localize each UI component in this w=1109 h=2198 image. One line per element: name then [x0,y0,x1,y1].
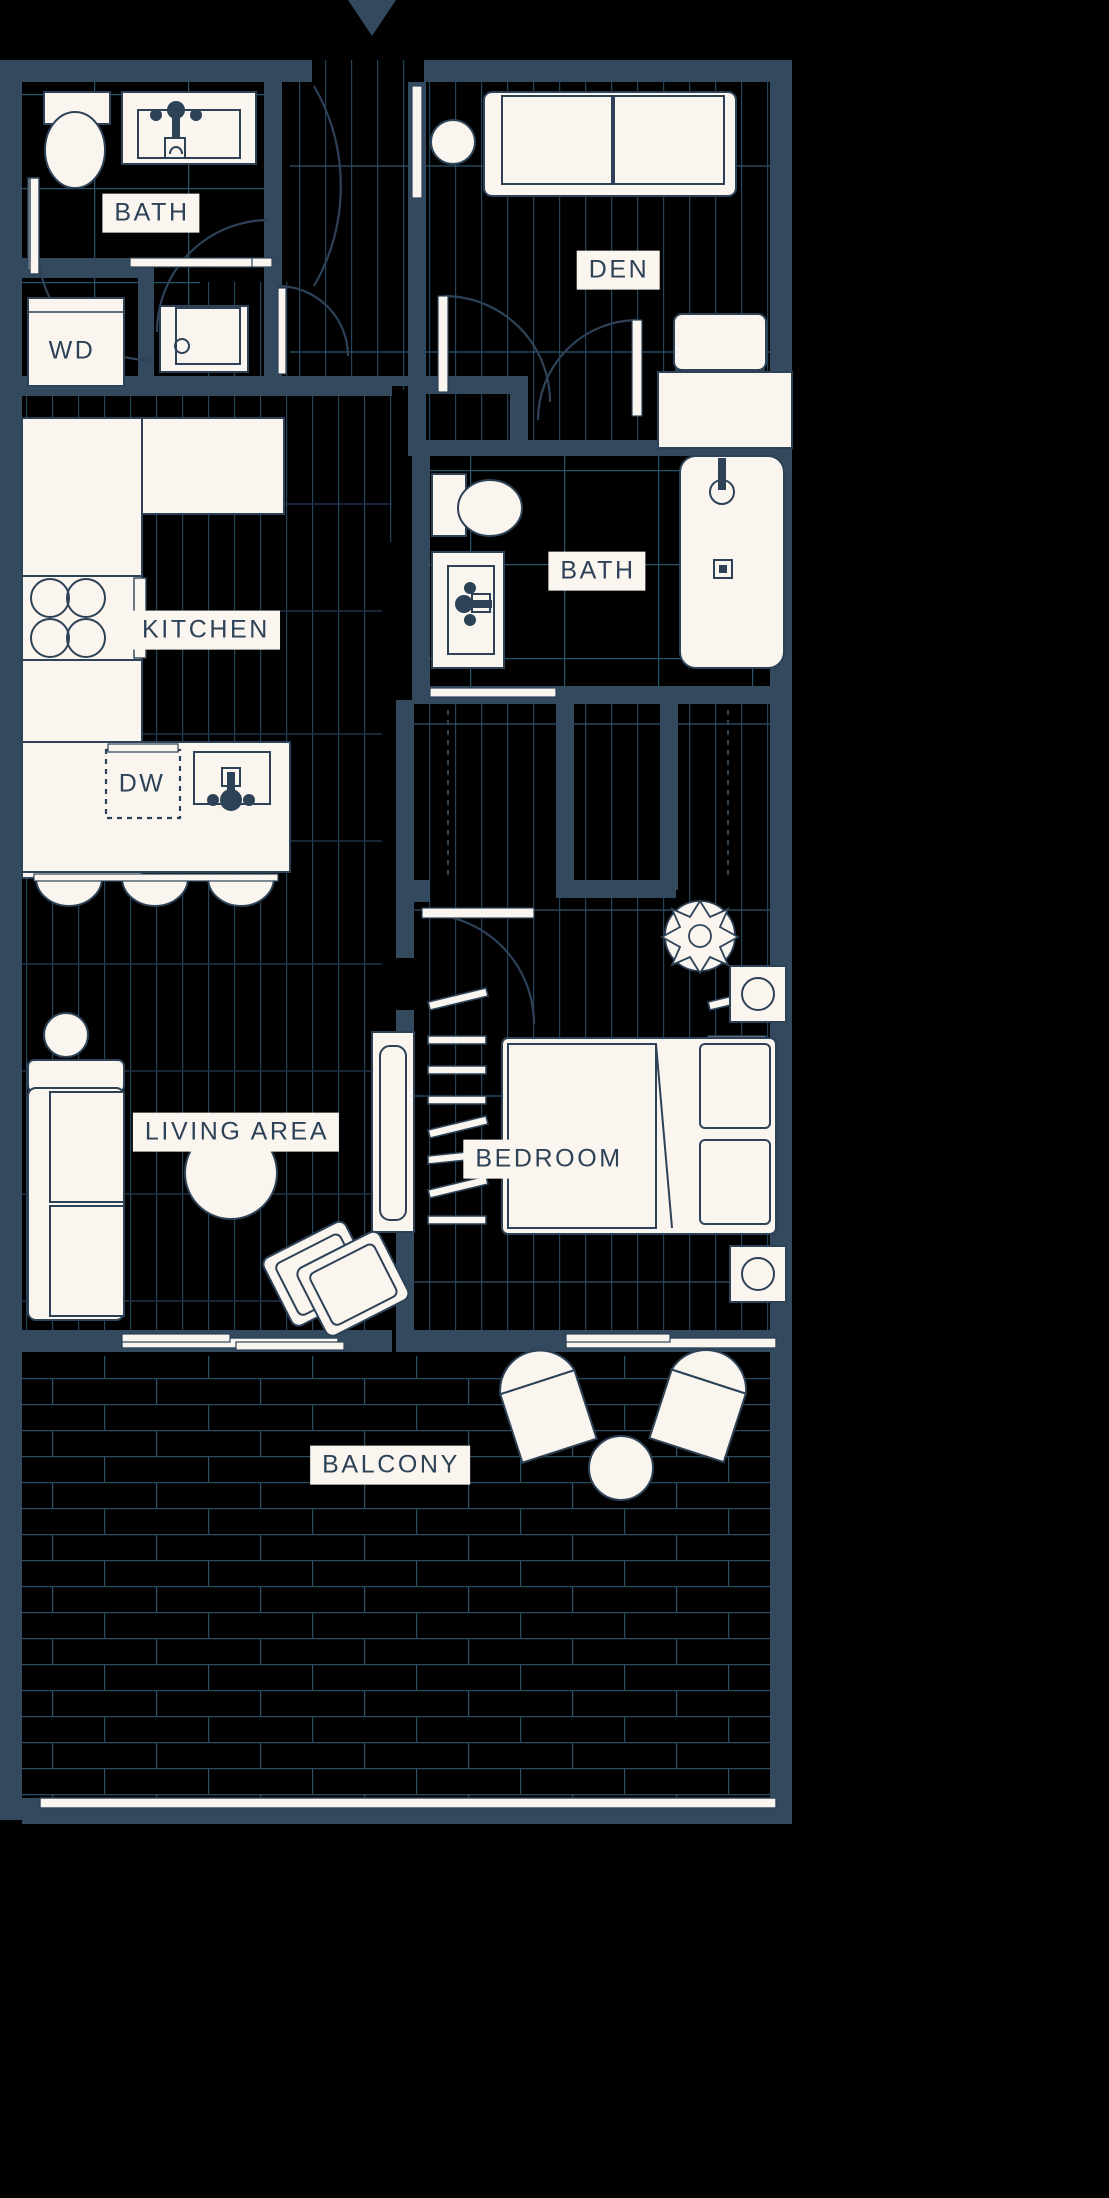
entry-marker [348,0,396,36]
bath-2-fixtures [429,455,785,698]
room-label-living-area: LIVING AREA [132,1112,340,1152]
den-fixtures [313,85,793,449]
room-label-kitchen: KITCHEN [130,610,280,650]
room-label-den: DEN [576,250,660,290]
balcony-rail [39,1797,777,1809]
entry-hall-floor [290,60,430,390]
room-label-bath-2: BATH [548,551,646,591]
room-label-bedroom: BEDROOM [463,1139,633,1179]
room-label-wd: WD [36,331,106,371]
hall-vanity [159,284,350,375]
potted-plant-shape [660,899,740,975]
room-label-dishwasher: DW [118,769,166,798]
room-label-balcony: BALCONY [310,1445,470,1485]
living-area-fixtures [27,1012,415,1351]
bath-1-fixtures [27,91,273,362]
bedroom-fixtures [421,899,787,1349]
room-label-bath-1: BATH [102,193,200,233]
balcony-furniture [498,1349,748,1501]
